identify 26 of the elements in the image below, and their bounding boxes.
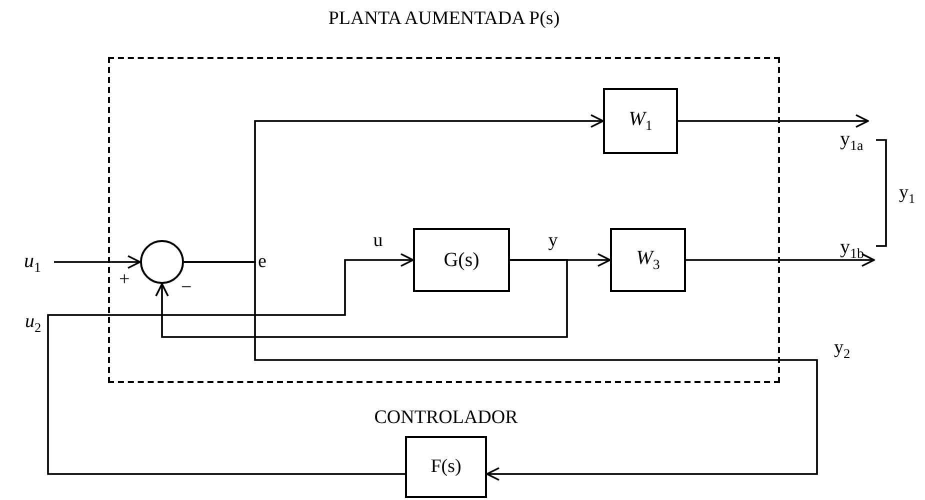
block-box xyxy=(603,88,678,154)
signal-label: y$_{1}$ xyxy=(899,183,916,206)
signal-arrow xyxy=(678,114,869,128)
block-label: F(s) xyxy=(430,456,462,478)
block-box xyxy=(610,228,686,292)
edge-label: y xyxy=(548,231,558,252)
signal-label: u$_{1}$ xyxy=(24,250,41,272)
signal-arrow xyxy=(47,253,414,475)
group-heading: PLANTA AUMENTADA P(s) xyxy=(328,9,560,30)
summing-junction xyxy=(140,240,184,284)
junction-label: e xyxy=(258,252,266,273)
signal-arrow xyxy=(54,255,141,269)
signal-arrow xyxy=(184,261,818,481)
sign-label: + xyxy=(119,270,130,291)
signal-arrow xyxy=(155,259,568,338)
block-heading: CONTROLADOR xyxy=(374,408,518,429)
sign-label: − xyxy=(181,278,192,299)
signal-arrow xyxy=(686,253,875,267)
signal-label: y$_{1a}$ xyxy=(840,128,864,150)
edge-label: u xyxy=(373,231,383,252)
signal-label: u$_{2}$ xyxy=(25,312,42,336)
block-label: G(s) xyxy=(444,249,480,271)
block-label: W$_{1}$ xyxy=(628,108,652,134)
signal-label: y$_{2}$ xyxy=(834,338,850,362)
block-box xyxy=(413,228,510,292)
block-label: W$_{3}$ xyxy=(636,246,660,274)
